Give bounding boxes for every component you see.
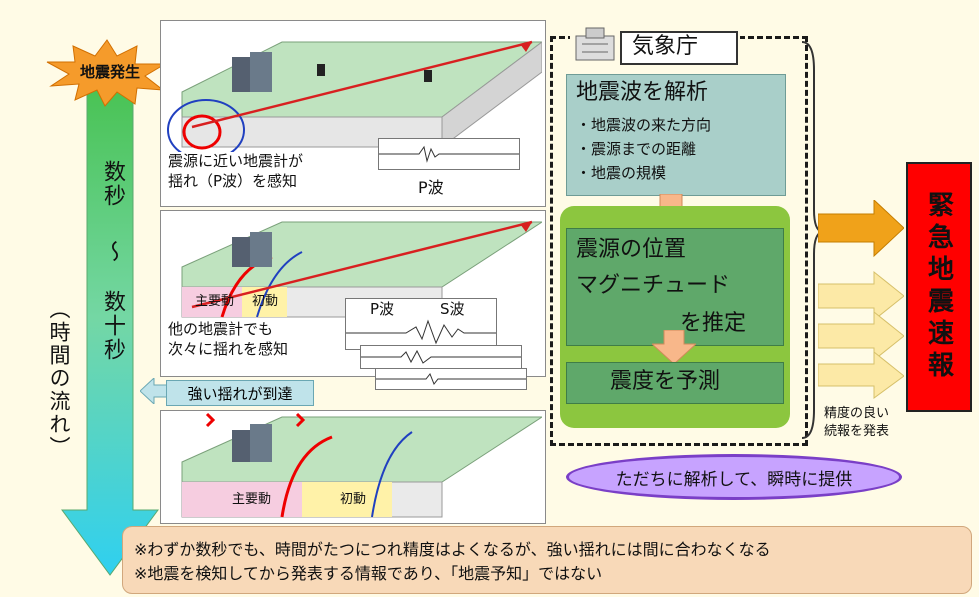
stage3-terrain (181, 412, 542, 518)
stage2-wave-box-2 (360, 345, 522, 369)
strong-arrival-label: 強い揺れが到達 (166, 380, 314, 406)
jma-title: 気象庁 (632, 34, 699, 59)
stage2-zone-main: 主要動 (195, 294, 235, 309)
stage2-zone-initial: 初動 (252, 294, 279, 309)
stage1-caption-1: 震源に近い地震計が (168, 152, 304, 170)
followup-line-1: 精度の良い (824, 406, 890, 421)
analysis-box (566, 74, 786, 196)
stage2-caption-1: 他の地震計でも (168, 320, 274, 338)
timeline-mid: ～ (100, 240, 125, 264)
stage1-terrain (167, 40, 542, 152)
timeline-bottom: 数十秒 (100, 290, 125, 362)
analysis-item-2: ・震源までの距離 (576, 140, 697, 158)
estimate-line-3: を推定 (680, 311, 747, 336)
emergency-alert-box: 緊急地震速報 (906, 162, 972, 412)
estimate-line-1: 震源の位置 (576, 237, 687, 262)
note-2: ※地震を検知してから発表する情報であり、「地震予知」ではない (134, 564, 603, 583)
stage2-wave-p: P波 (370, 300, 395, 318)
predict-box (566, 362, 784, 404)
strong-arrival-arrow (140, 378, 170, 404)
burst-icon (46, 39, 167, 107)
alert-arrows (818, 200, 904, 399)
quake-start-label: 地震発生 (80, 63, 141, 81)
predict-label: 震度を予測 (610, 369, 721, 394)
stage3-zone-main: 主要動 (232, 492, 272, 507)
stage2-caption-2: 次々に揺れを感知 (168, 340, 289, 358)
stage2-wave-box-3 (375, 368, 527, 390)
down-arrow-2 (652, 330, 696, 364)
timeline-flow: （時間の流れ） (47, 298, 71, 459)
stage1-wave-label: P波 (418, 178, 444, 197)
analysis-item-3: ・地震の規模 (576, 164, 667, 182)
notes-box (122, 526, 972, 594)
estimate-box (566, 228, 784, 346)
followup-line-2: 続報を発表 (824, 424, 890, 439)
building-icon (575, 27, 615, 61)
provide-oval: ただちに解析して、瞬時に提供 (566, 454, 902, 500)
stage1-wave-box (378, 138, 520, 170)
analysis-item-1: ・地震波の来た方向 (576, 116, 712, 134)
stage1-caption-2: 揺れ（P波）を感知 (168, 172, 298, 190)
note-1: ※わずか数秒でも、時間がたつにつれ精度はよくなるが、強い揺れには間に合わなくなる (134, 540, 771, 559)
stage2-terrain (181, 220, 542, 318)
jma-title-box (620, 31, 738, 65)
analysis-heading: 地震波を解析 (576, 80, 709, 105)
stage3-zone-initial: 初動 (340, 492, 367, 507)
timeline-top: 数秒 (100, 160, 125, 208)
stage2-wave-s: S波 (440, 300, 465, 318)
estimate-line-2: マグニチュード (576, 273, 731, 298)
stage2-wave-box-1 (345, 298, 497, 350)
